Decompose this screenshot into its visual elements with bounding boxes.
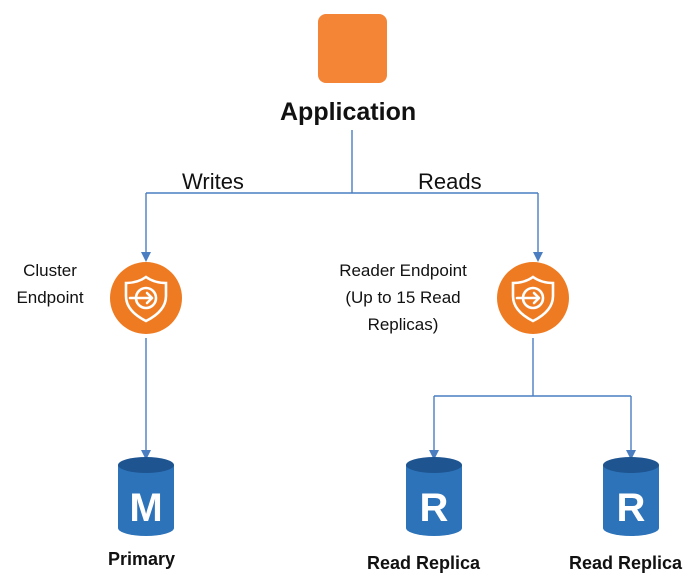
reader-endpoint-label: Reader Endpoint (Up to 15 Read Replicas) <box>318 257 488 338</box>
replica2-caption: Read Replica <box>569 553 683 573</box>
cluster-endpoint-label: Cluster Endpoint <box>4 257 96 311</box>
reader-endpoint-icon <box>497 262 569 334</box>
reads-label: Reads <box>418 169 482 194</box>
replica1-caption: Read Replica <box>367 553 481 573</box>
application-title: Application <box>280 98 417 126</box>
reader-endpoint-line3: Replicas) <box>367 315 439 334</box>
replica2-database-icon: R <box>603 457 659 536</box>
replica1-database-icon: R <box>406 457 462 536</box>
connector-lines <box>141 130 636 460</box>
replica1-letter: R <box>420 486 449 530</box>
cluster-endpoint-icon <box>110 262 182 334</box>
application-box-icon <box>318 14 387 83</box>
cluster-endpoint-line1: Cluster <box>23 261 77 280</box>
reader-endpoint-line1: Reader Endpoint <box>339 261 467 280</box>
cluster-endpoint-line2: Endpoint <box>16 288 84 307</box>
primary-caption: Primary <box>108 549 176 569</box>
writes-label: Writes <box>182 169 244 194</box>
replica2-letter: R <box>617 486 646 530</box>
primary-letter: M <box>129 486 162 530</box>
primary-database-icon: M <box>118 457 174 536</box>
reader-endpoint-line2: (Up to 15 Read <box>345 288 461 307</box>
